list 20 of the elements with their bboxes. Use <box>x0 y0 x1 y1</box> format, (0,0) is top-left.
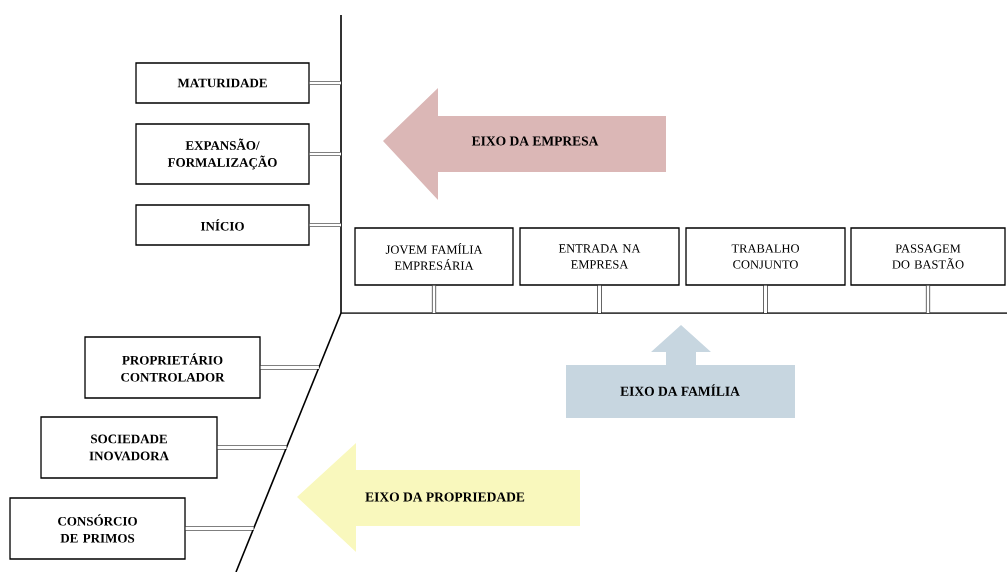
connector <box>185 526 254 531</box>
connector <box>597 285 602 313</box>
connector <box>763 285 768 313</box>
stage-box: CONSÓRCIO DE PRIMOS <box>9 497 186 560</box>
stage-box: JOVEM FAMÍLIA EMPRESÁRIA <box>354 227 514 286</box>
connector <box>925 285 931 313</box>
stage-box: PASSAGEM DO BASTÃO <box>850 227 1006 286</box>
connector <box>260 365 319 370</box>
stage-box: ENTRADA NA EMPRESA <box>519 227 680 286</box>
stage-box: SOCIEDADE INOVADORA <box>40 416 218 479</box>
connector <box>309 222 341 228</box>
stage-box: EXPANSÃO/ FORMALIZAÇÃO <box>135 123 310 185</box>
stage-box: PROPRIETÁRIO CONTROLADOR <box>84 336 261 399</box>
connector <box>309 151 341 157</box>
stage-box: INÍCIO <box>135 204 310 246</box>
stage-box: TRABALHO CONJUNTO <box>685 227 846 286</box>
connector <box>431 285 437 313</box>
connector <box>309 80 341 86</box>
connector <box>217 445 287 450</box>
stage-box: MATURIDADE <box>135 62 310 104</box>
